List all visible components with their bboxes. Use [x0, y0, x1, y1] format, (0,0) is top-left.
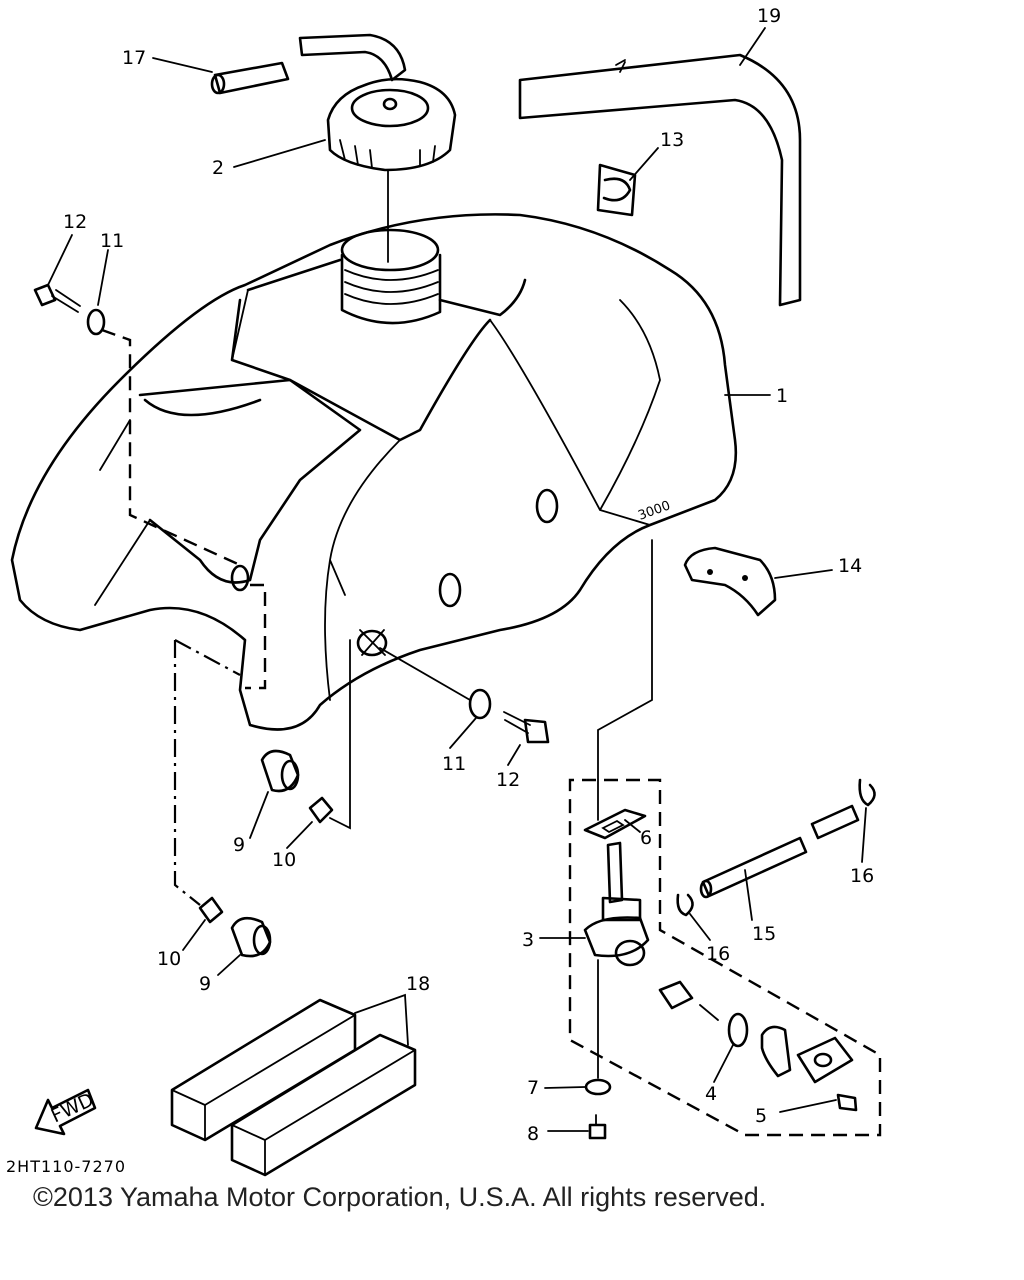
part-10-collar-lower [198, 896, 224, 924]
callout-5: 5 [755, 1105, 767, 1127]
part-2-fuel-cap [326, 77, 457, 172]
part-19-strap [518, 53, 802, 307]
callout-11-lower: 11 [442, 753, 466, 775]
callout-10-lower: 10 [157, 948, 181, 970]
part-13-clip [596, 163, 637, 217]
callout-9-upper: 9 [233, 834, 245, 856]
callout-18: 18 [406, 973, 430, 995]
part-3-fuel-cock [583, 841, 650, 967]
part-18-foam-blocks [170, 998, 417, 1177]
part-14-bracket [683, 546, 777, 617]
callout-16-upper: 16 [850, 865, 874, 887]
callout-14: 14 [838, 555, 862, 577]
part-11-washer-upper [86, 308, 106, 336]
part-4-o-ring [658, 980, 749, 1048]
part-cock-lever [760, 1025, 792, 1078]
callout-2: 2 [212, 157, 224, 179]
part-10-collar-upper [308, 796, 334, 824]
callout-3: 3 [522, 929, 534, 951]
drawing-code: 2HT110-7270 [6, 1157, 126, 1176]
callout-19: 19 [757, 5, 781, 27]
callout-17: 17 [122, 47, 146, 69]
fwd-label: FWD [48, 1089, 98, 1128]
part-17-hose [210, 33, 407, 95]
part-9-grommet-upper [260, 749, 300, 793]
part-16-clip-lower [676, 893, 694, 917]
callout-15: 15 [752, 923, 776, 945]
callout-16-lower: 16 [706, 943, 730, 965]
callout-4: 4 [705, 1083, 717, 1105]
callout-7: 7 [527, 1077, 539, 1099]
callout-8: 8 [527, 1123, 539, 1145]
part-cock-cover [796, 1036, 854, 1084]
part-5-screw [836, 1093, 858, 1112]
svg-text:3000: 3000 [636, 498, 672, 523]
callout-12-upper: 12 [63, 211, 87, 233]
callout-1: 1 [776, 385, 788, 407]
callout-13: 13 [660, 129, 684, 151]
leader-lines [47, 27, 867, 1132]
part-11-washer-lower [468, 688, 492, 720]
part-9-grommet-lower [230, 916, 272, 958]
callout-10-upper: 10 [272, 849, 296, 871]
callout-9-lower: 9 [199, 973, 211, 995]
part-12-bolt-lower [503, 711, 550, 744]
fuel-tank-exploded-diagram: 3000 [6, 5, 882, 1177]
fwd-arrow-icon: FWD [34, 1088, 98, 1136]
callout-labels: 17 2 19 13 1 12 11 14 11 12 9 10 10 9 6 … [63, 5, 874, 1145]
part-15-hose [699, 804, 860, 899]
part-7-washer [584, 1078, 612, 1096]
callout-6: 6 [640, 827, 652, 849]
callout-12-lower: 12 [496, 769, 520, 791]
part-6-gasket [583, 808, 647, 840]
copyright-notice: ©2013 Yamaha Motor Corporation, U.S.A. A… [33, 1182, 767, 1212]
callout-11-upper: 11 [100, 230, 124, 252]
part-1-fuel-tank: 3000 [10, 213, 738, 731]
part-12-bolt-upper [33, 283, 81, 313]
part-16-clip-upper [858, 778, 876, 807]
part-8-drain-bolt [588, 1114, 607, 1140]
